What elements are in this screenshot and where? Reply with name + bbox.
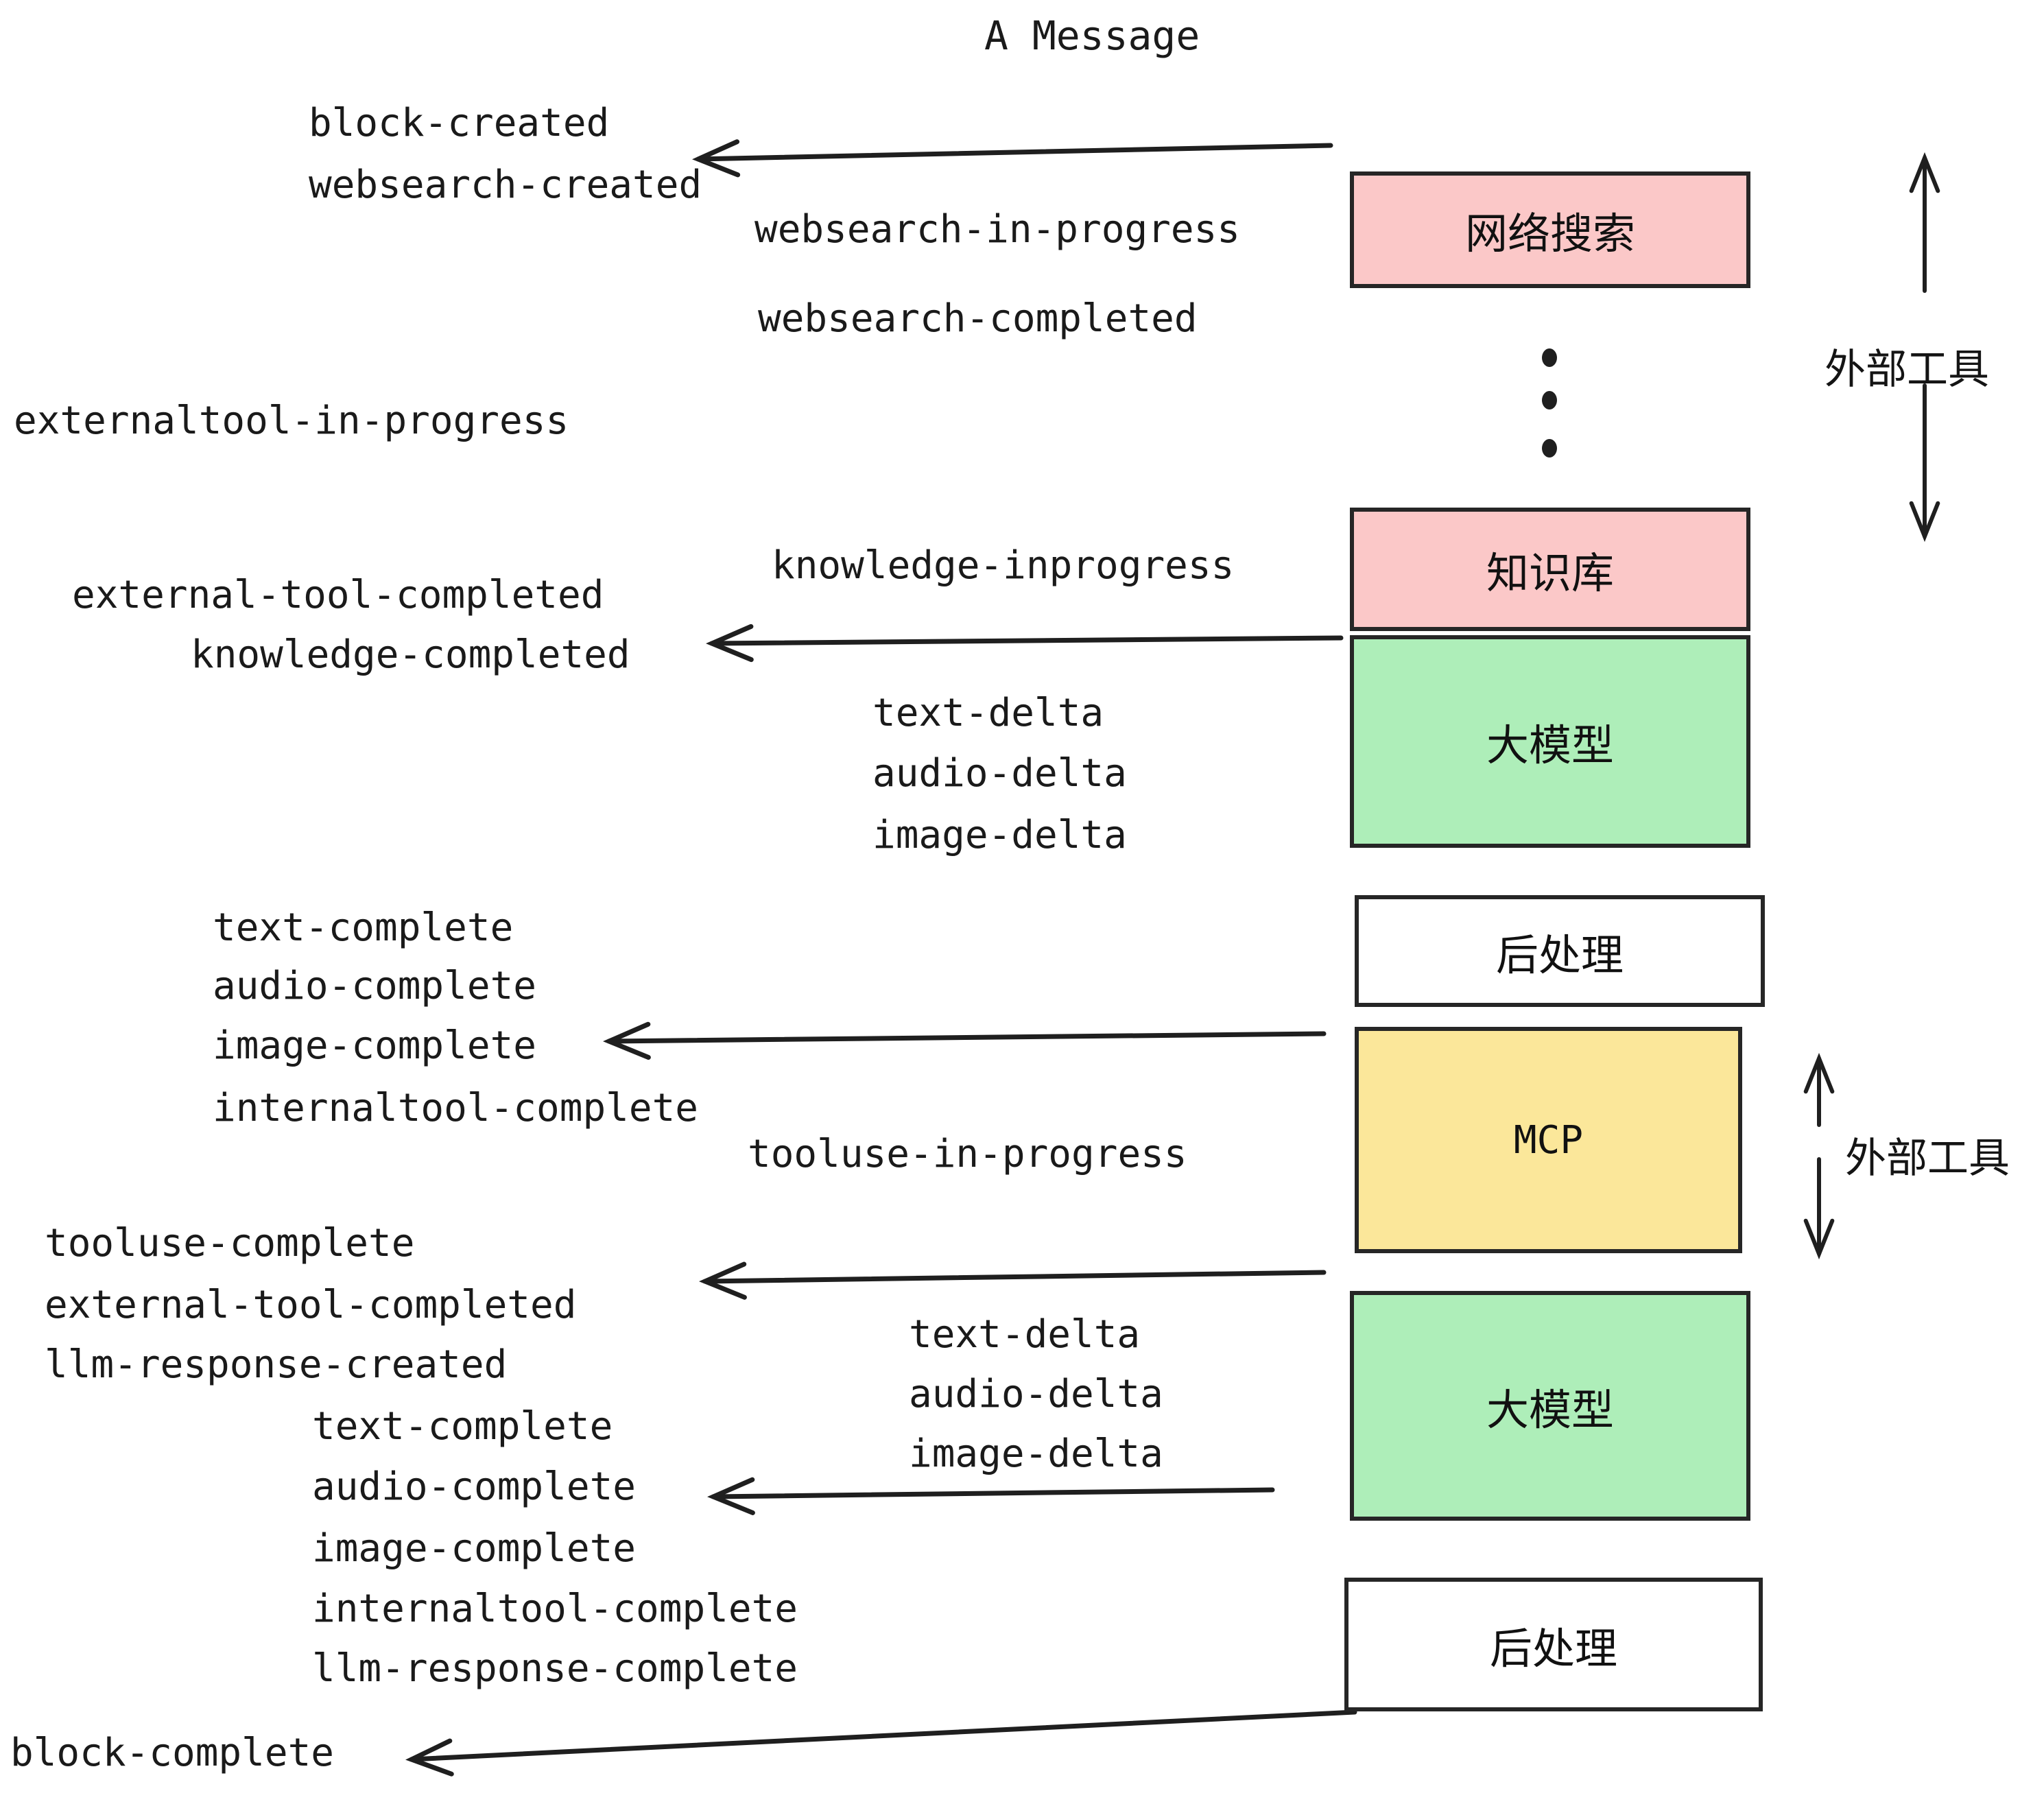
event-label-internaltool-complete-2: internaltool-complete	[312, 1587, 798, 1631]
event-label-websearch-completed: websearch-completed	[758, 296, 1198, 341]
ellipsis-dot-2	[1542, 391, 1557, 410]
page-title: A Message	[984, 12, 1200, 59]
node-box-llm-2: 大模型	[1350, 1291, 1750, 1521]
node-box-knowledge: 知识库	[1350, 508, 1750, 631]
event-label-external-tool-completed-2: external-tool-completed	[45, 1283, 577, 1327]
side-label-external-tools-top: 外部工具	[1825, 346, 1989, 394]
event-label-block-created: block-created	[309, 101, 610, 145]
event-label-text-complete-2: text-complete	[312, 1404, 613, 1449]
node-box-mcp: MCP	[1355, 1027, 1742, 1253]
node-label: 后处理	[1495, 929, 1624, 980]
node-label: 大模型	[1486, 720, 1614, 770]
event-label-text-delta-1: text-delta	[872, 691, 1104, 735]
external-tools-arrow-down-top	[1909, 383, 1940, 543]
node-label: MCP	[1513, 1117, 1584, 1163]
event-label-text-complete-1: text-complete	[213, 905, 514, 950]
event-label-tooluse-in-progress: tooluse-in-progress	[748, 1132, 1187, 1176]
side-label-external-tools-bottom: 外部工具	[1845, 1135, 2010, 1183]
event-label-knowledge-inprogress: knowledge-inprogress	[772, 543, 1235, 588]
event-label-audio-complete-1: audio-complete	[213, 964, 537, 1008]
event-label-audio-delta-2: audio-delta	[909, 1372, 1163, 1416]
ellipsis-dot-3	[1542, 439, 1557, 458]
node-label: 后处理	[1489, 1623, 1617, 1674]
event-label-knowledge-completed: knowledge-completed	[191, 632, 630, 677]
node-box-llm-1: 大模型	[1350, 635, 1750, 848]
arrow-tooluse-complete	[699, 1261, 1327, 1300]
bracket-arrows	[1803, 152, 1940, 1260]
event-label-text-delta-2: text-delta	[909, 1312, 1141, 1357]
event-label-image-complete-2: image-complete	[312, 1526, 637, 1571]
arrow-image-complete	[603, 1021, 1327, 1060]
event-label-websearch-in-progress: websearch-in-progress	[754, 207, 1241, 252]
arrow-block-complete	[405, 1709, 1357, 1777]
event-label-llm-response-complete: llm-response-complete	[312, 1646, 798, 1691]
event-label-externaltool-in-progress: externaltool-in-progress	[14, 399, 569, 443]
arrow-knowledge-completed	[706, 624, 1344, 663]
event-label-audio-delta-1: audio-delta	[872, 751, 1127, 796]
arrow-audio-complete	[707, 1477, 1275, 1515]
event-label-external-tool-completed-1: external-tool-completed	[72, 573, 604, 617]
event-label-block-complete: block-complete	[10, 1731, 335, 1775]
event-label-audio-complete-2: audio-complete	[312, 1464, 637, 1509]
event-label-image-delta-1: image-delta	[872, 813, 1127, 857]
node-box-postprocess-2: 后处理	[1344, 1578, 1763, 1711]
node-label: 网络搜索	[1464, 209, 1635, 259]
event-label-websearch-created: websearch-created	[309, 163, 702, 207]
event-label-llm-response-created: llm-response-created	[45, 1342, 508, 1387]
external-tools-arrow-up-top	[1909, 152, 1940, 293]
event-label-image-complete-1: image-complete	[213, 1023, 537, 1068]
ellipsis-dot-1	[1542, 348, 1557, 367]
arrow-block-created	[692, 139, 1333, 178]
event-label-tooluse-complete: tooluse-complete	[45, 1221, 415, 1266]
external-tools-arrow-down-bottom	[1803, 1157, 1835, 1260]
event-label-image-delta-2: image-delta	[909, 1432, 1163, 1476]
node-box-postprocess-1: 后处理	[1355, 895, 1765, 1007]
node-label: 大模型	[1486, 1384, 1614, 1435]
node-label: 知识库	[1486, 548, 1614, 598]
external-tools-arrow-up-bottom	[1803, 1052, 1835, 1127]
node-box-websearch: 网络搜索	[1350, 171, 1750, 288]
event-label-internaltool-complete-1: internaltool-complete	[213, 1086, 699, 1130]
